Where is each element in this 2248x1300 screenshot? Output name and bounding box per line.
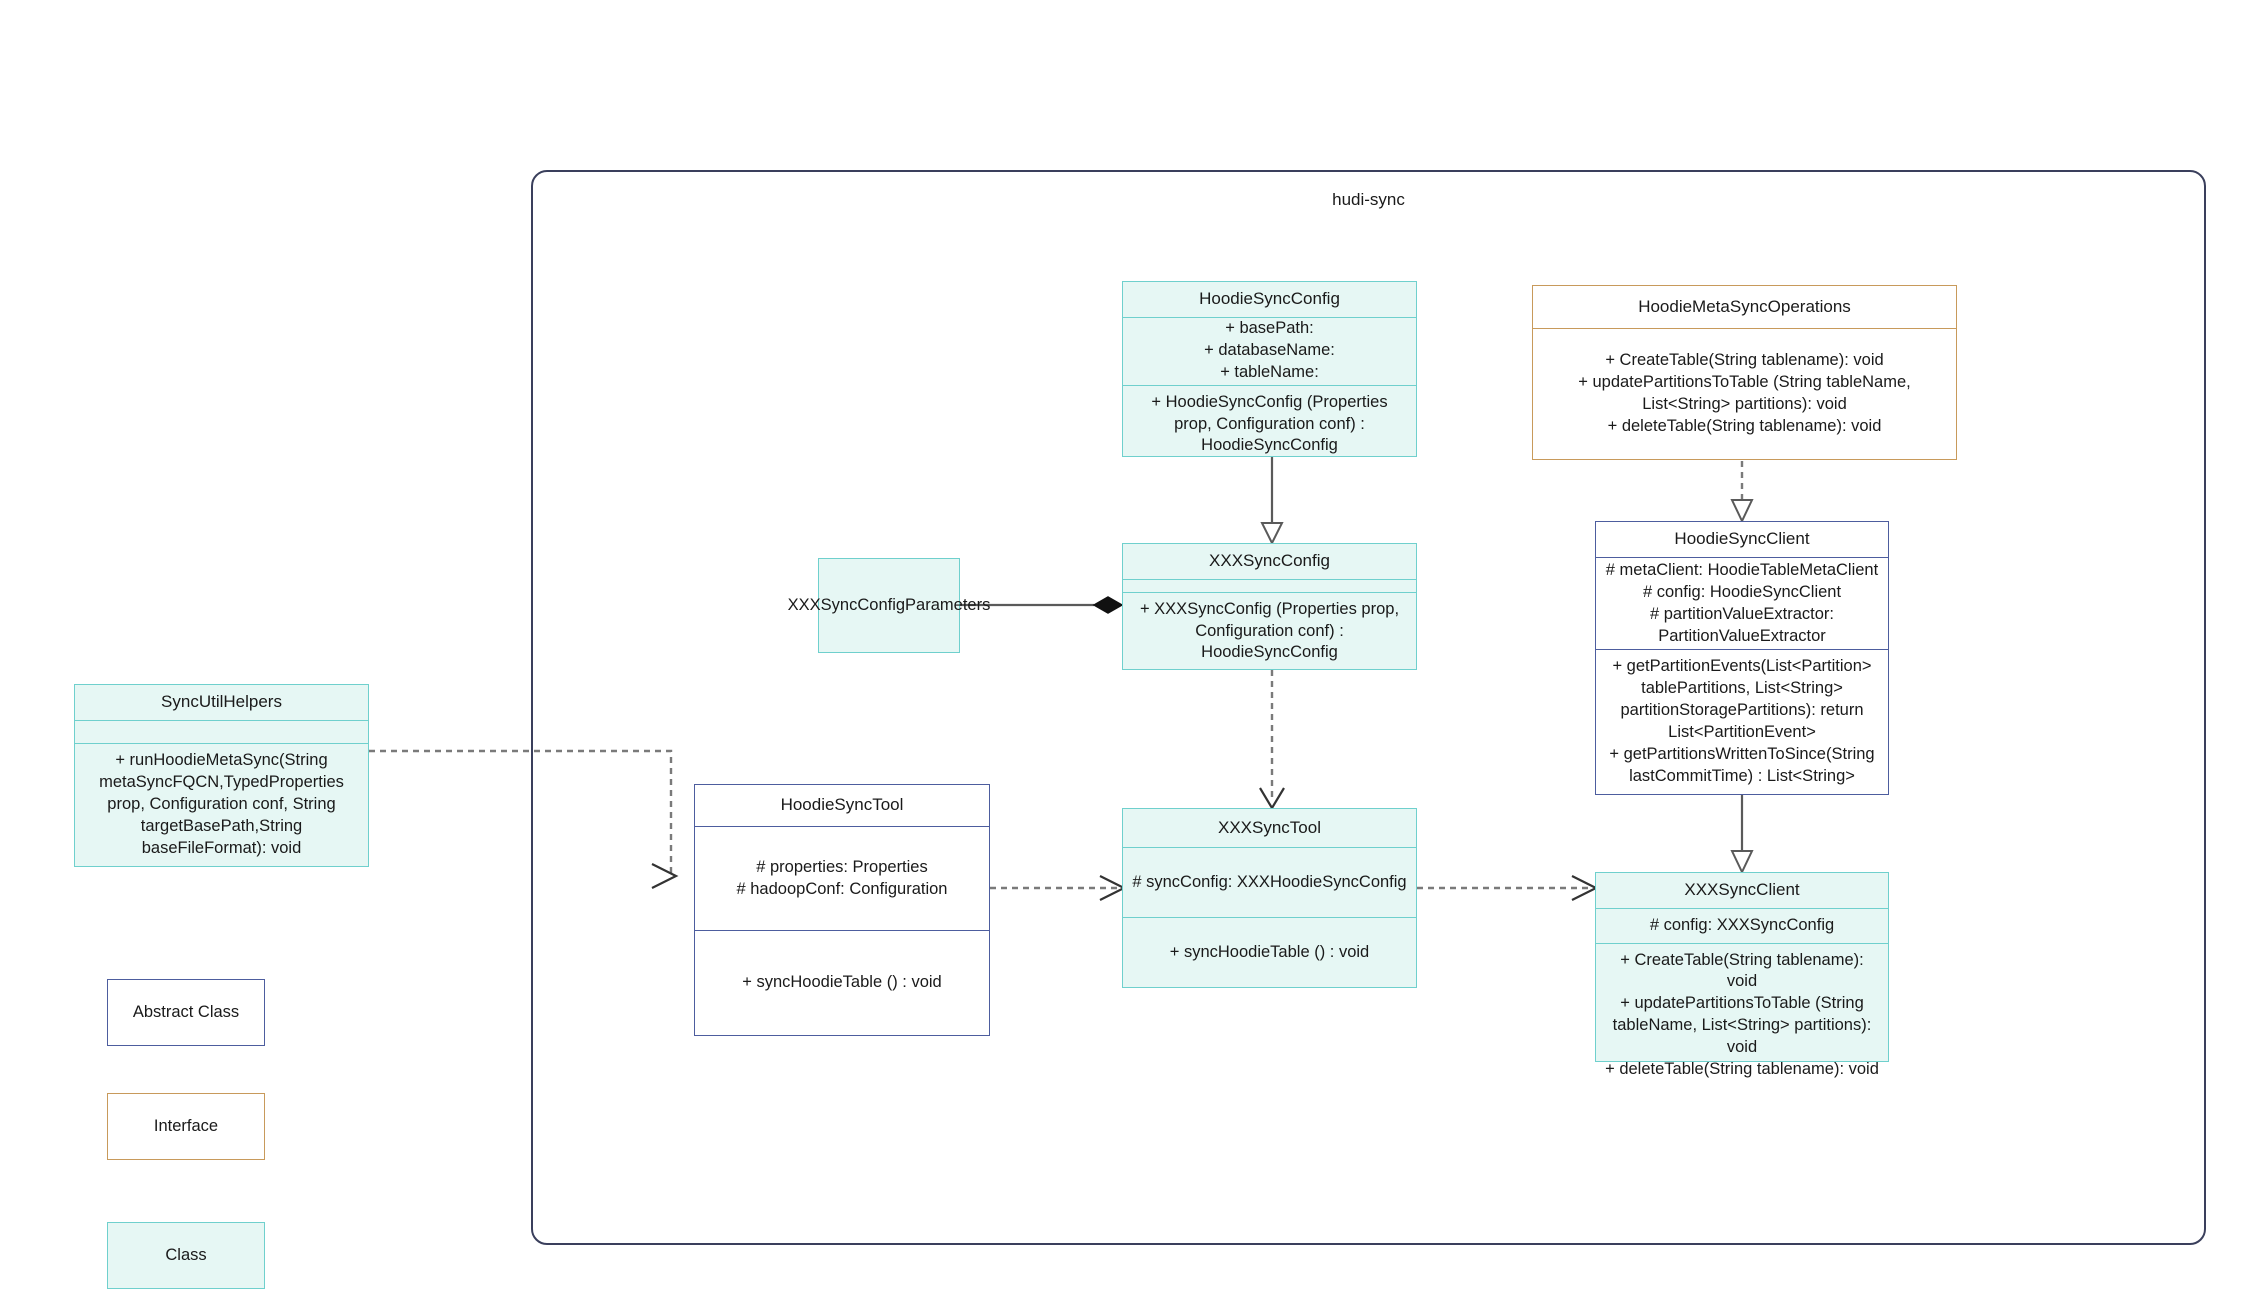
class-xxx-sync-client[interactable]: XXXSyncClient # config: XXXSyncConfig + … xyxy=(1595,872,1889,1078)
legend-class-label: Class xyxy=(165,1246,207,1264)
class-attributes: + basePath: + databaseName: + tableName: xyxy=(1123,316,1416,385)
legend-interface: Interface xyxy=(107,1093,265,1160)
class-title: XXXSyncTool xyxy=(1218,817,1321,837)
class-attributes xyxy=(75,719,368,744)
class-xxx-sync-config[interactable]: XXXSyncConfig + XXXSyncConfig (Propertie… xyxy=(1122,543,1417,670)
class-title: SyncUtilHelpers xyxy=(161,692,282,711)
class-operations: + CreateTable(String tablename): void + … xyxy=(1596,942,1888,1088)
class-hoodie-sync-client[interactable]: HoodieSyncClient # metaClient: HoodieTab… xyxy=(1595,521,1889,795)
class-attributes: # properties: Properties # hadoopConf: C… xyxy=(695,826,989,930)
class-title: XXXSyncConfig xyxy=(1209,551,1330,570)
class-operations: + runHoodieMetaSync(String metaSyncFQCN,… xyxy=(75,743,368,866)
legend-interface-label: Interface xyxy=(153,1117,219,1135)
package-title: hudi-sync xyxy=(1332,190,1405,209)
legend-class: Class xyxy=(107,1222,265,1289)
class-title: XXXSyncConfigParameters xyxy=(787,595,991,614)
class-hoodie-meta-sync-operations[interactable]: HoodieMetaSyncOperations + CreateTable(S… xyxy=(1532,285,1957,460)
class-hoodie-sync-config[interactable]: HoodieSyncConfig + basePath: + databaseN… xyxy=(1122,281,1417,457)
class-title: HoodieSyncClient xyxy=(1674,529,1810,549)
class-attributes: # metaClient: HoodieTableMetaClient # co… xyxy=(1596,557,1888,649)
class-attributes: # syncConfig: XXXHoodieSyncConfig xyxy=(1123,847,1416,917)
class-attributes: # config: XXXSyncConfig xyxy=(1596,907,1888,943)
legend-abstract-class: Abstract Class xyxy=(107,979,265,1046)
class-operations: + syncHoodieTable () : void xyxy=(695,930,989,1035)
class-title: HoodieSyncConfig xyxy=(1199,289,1340,308)
class-title: HoodieMetaSyncOperations xyxy=(1638,296,1851,316)
class-sync-util-helpers[interactable]: SyncUtilHelpers + runHoodieMetaSync(Stri… xyxy=(74,684,369,867)
class-operations: + syncHoodieTable () : void xyxy=(1123,917,1416,987)
class-title: HoodieSyncTool xyxy=(780,795,904,815)
package-hudi-sync: hudi-sync xyxy=(531,170,2206,1245)
class-operations: + CreateTable(String tablename): void + … xyxy=(1533,328,1956,459)
class-hoodie-sync-tool[interactable]: HoodieSyncTool # properties: Properties … xyxy=(694,784,990,1036)
class-title: XXXSyncClient xyxy=(1684,880,1800,899)
class-attributes xyxy=(1123,578,1416,592)
class-xxx-sync-tool[interactable]: XXXSyncTool # syncConfig: XXXHoodieSyncC… xyxy=(1122,808,1417,988)
legend-abstract-class-label: Abstract Class xyxy=(132,1003,240,1021)
class-operations: + HoodieSyncConfig (Properties prop, Con… xyxy=(1123,384,1416,464)
class-xxx-sync-config-parameters[interactable]: XXXSyncConfigParameters xyxy=(787,558,991,653)
class-operations: + XXXSyncConfig (Properties prop, Config… xyxy=(1123,591,1416,671)
class-operations: + getPartitionEvents(List<Partition> tab… xyxy=(1596,649,1888,794)
